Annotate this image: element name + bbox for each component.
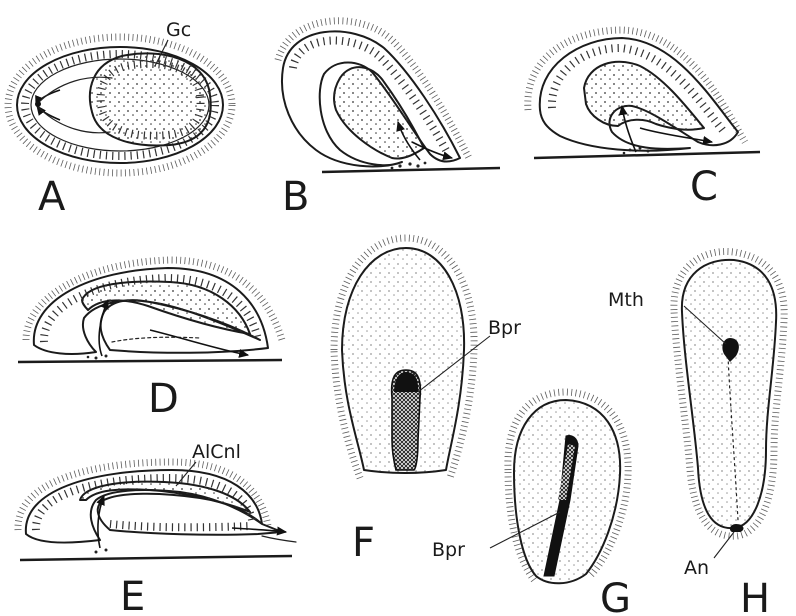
panel-b: B: [278, 21, 500, 220]
panel-letter-e: E: [120, 574, 145, 616]
panel-letter-b: B: [282, 174, 309, 220]
panel-letter-f: F: [352, 520, 375, 566]
mth-label: Mth: [608, 289, 644, 311]
panel-f: Bpr F: [334, 238, 521, 566]
panel-a: Gc A: [8, 19, 232, 220]
panel-letter-g: G: [600, 576, 631, 616]
panel-letter-h: H: [740, 576, 770, 616]
panel-h: Mth An H: [608, 251, 784, 616]
bpr-f-label: Bpr: [488, 317, 521, 339]
panel-letter-d: D: [148, 376, 179, 422]
panel-d: D: [18, 260, 282, 422]
alcnl-label: AlCnl: [192, 441, 241, 463]
bpr-g-label: Bpr: [432, 539, 465, 561]
gc-label: Gc: [166, 19, 191, 41]
panel-letter-a: A: [38, 174, 66, 220]
panel-letter-c: C: [690, 164, 718, 210]
an-label: An: [684, 557, 709, 579]
panel-e: AlCnl E: [18, 441, 296, 616]
panel-c: C: [528, 30, 760, 210]
